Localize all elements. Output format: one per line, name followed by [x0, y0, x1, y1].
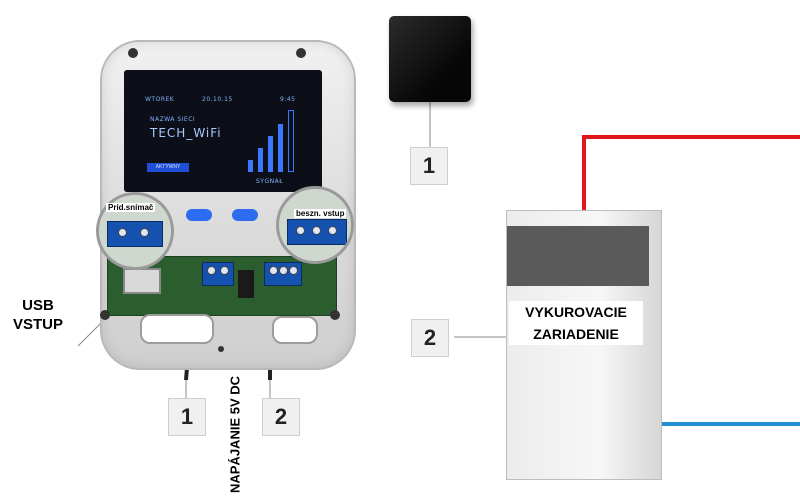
screen-network-caption: NAZWA SIECI: [150, 116, 196, 123]
zoom-right-terminal: [276, 186, 354, 264]
screw-bottom-right: [330, 310, 340, 320]
callout-heating-device: 2: [411, 319, 449, 357]
usb-label-line-1: USB: [22, 297, 54, 314]
usb-port[interactable]: [123, 268, 161, 294]
terminal-block-1: [202, 262, 234, 286]
mounting-slot-left: [140, 314, 214, 344]
signal-bar-4: [278, 124, 283, 172]
heating-label-line-2: ZARIADENIE: [533, 326, 619, 342]
signal-bar-1: [248, 160, 253, 172]
screen-date: 20.10.15: [202, 96, 233, 103]
heating-device-panel: [507, 226, 649, 286]
room-sensor: [389, 16, 471, 102]
usb-label-line-2: VSTUP: [12, 316, 63, 333]
screw-bottom-left: [100, 310, 110, 320]
signal-bars: [248, 110, 300, 172]
callout-terminal-1: 1: [168, 398, 206, 436]
screw-bottom-center: [218, 346, 224, 352]
heating-label-line-1: VYKUROVACIE: [525, 304, 627, 320]
signal-bar-3: [268, 136, 273, 172]
signal-bar-5: [288, 110, 294, 172]
usb-input-label: USB VSTUP: [8, 296, 68, 334]
button-right[interactable]: [232, 209, 258, 221]
screen-status-badge: AKTYWNY: [147, 163, 189, 172]
callout-room-sensor: 1: [410, 147, 448, 185]
screen-network-name: TECH_WiFi: [150, 126, 222, 140]
right-terminal-label: beszn. vstup: [294, 209, 347, 218]
terminal-block-2: [264, 262, 302, 286]
signal-bar-2: [258, 148, 263, 172]
screw-top-left: [128, 48, 138, 58]
callout-terminal-2: 2: [262, 398, 300, 436]
mounting-slot-right: [272, 316, 318, 344]
supply-pipe: [582, 135, 800, 212]
left-terminal-label: Prid.snímač: [106, 203, 156, 212]
heating-device-label: VYKUROVACIE ZARIADENIE: [509, 301, 643, 345]
screen-signal-caption: SYGNAŁ: [256, 178, 284, 185]
power-label: NAPÁJANIE 5V DC: [227, 375, 243, 494]
power-connector: [238, 270, 254, 298]
screw-top-right: [296, 48, 306, 58]
screen-day: WTOREK: [145, 96, 175, 103]
screen-time: 9:45: [280, 96, 296, 103]
button-left[interactable]: [186, 209, 212, 221]
